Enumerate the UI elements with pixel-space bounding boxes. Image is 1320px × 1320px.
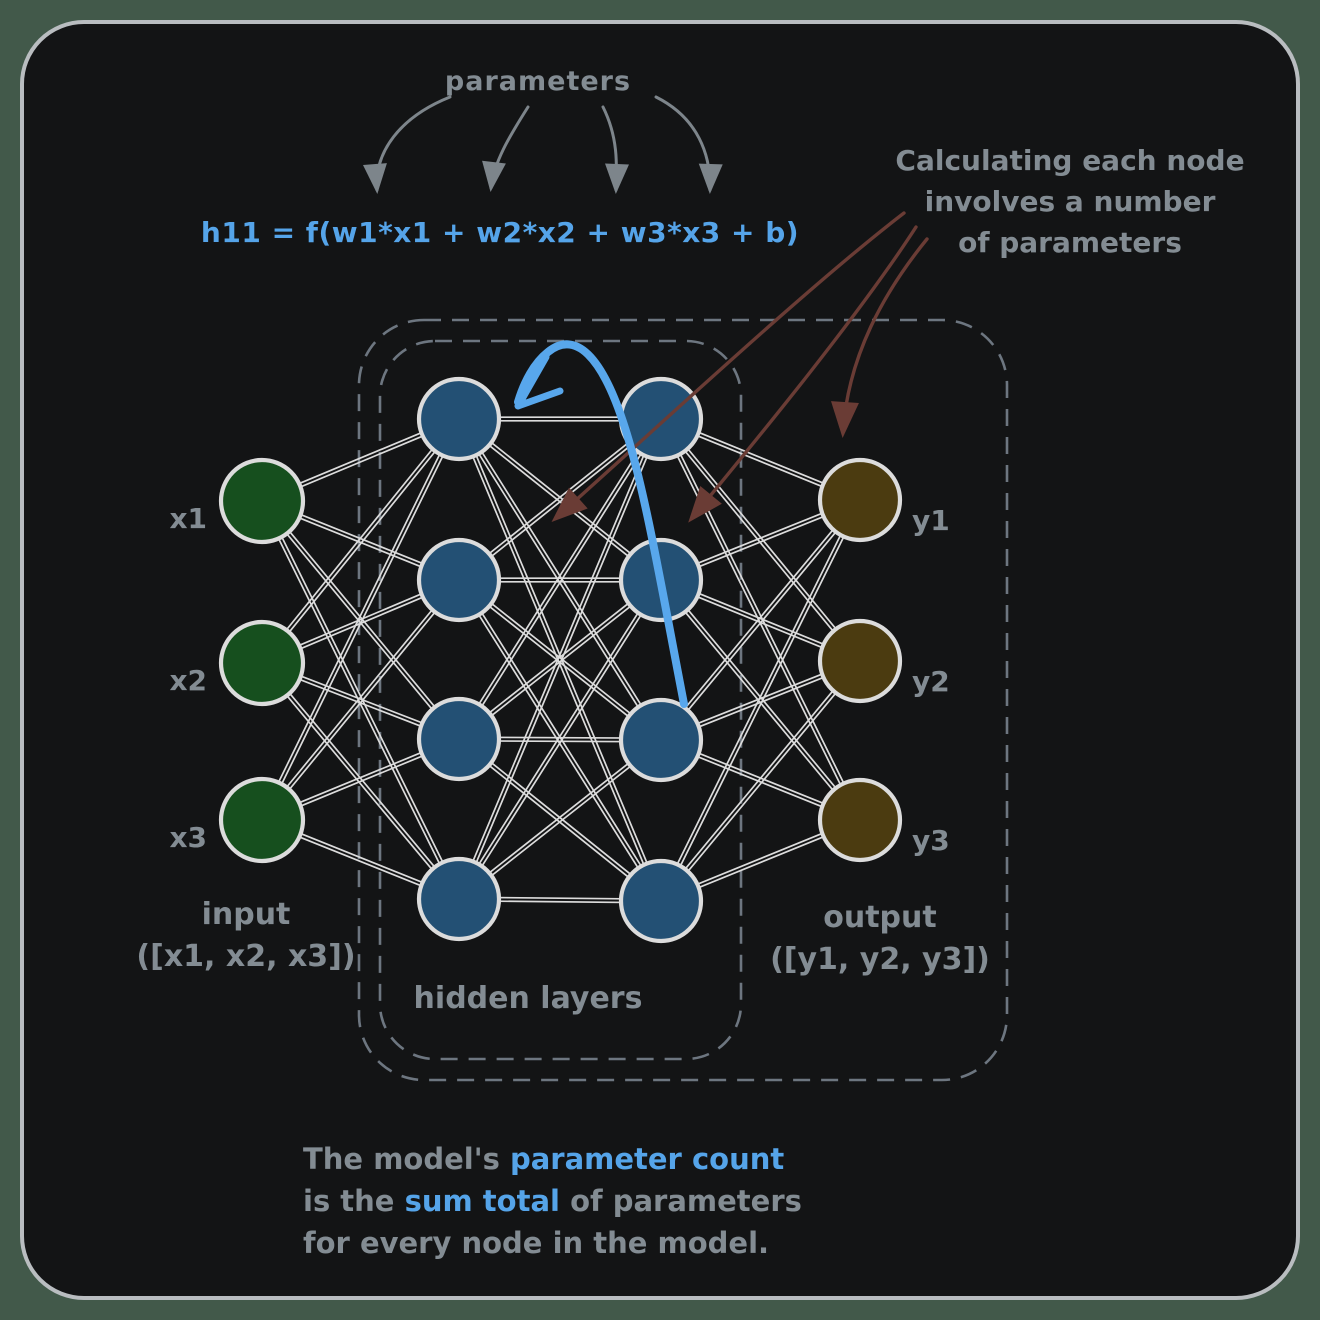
parameters-label: parameters — [444, 66, 632, 97]
connection-edge — [456, 417, 661, 900]
footer-line-3: for every node in the model. — [303, 1222, 943, 1264]
connection-edge — [259, 417, 459, 663]
footer-text-segment: for every node in the model. — [303, 1226, 770, 1260]
connection-edge — [259, 417, 459, 821]
connection-edge — [457, 580, 661, 743]
output-node-label-y1: y1 — [912, 504, 950, 537]
connection-edge — [259, 578, 459, 820]
connection-edge — [262, 419, 462, 665]
input-node-label-x3: x3 — [169, 821, 207, 854]
blue-arrow-curve — [514, 340, 688, 708]
connection-edge — [459, 418, 664, 901]
connection-edge — [457, 739, 661, 904]
red-arrow-to-output — [831, 237, 929, 438]
connection-edge — [658, 498, 860, 902]
footer-text-segment: parameter count — [509, 1142, 785, 1176]
connection-edge — [262, 580, 462, 822]
hidden2-node-hidden2-3 — [618, 697, 704, 783]
output-layer-title: output — [823, 900, 937, 935]
input-node-label-x2: x2 — [169, 664, 207, 697]
connection-edge — [661, 500, 863, 742]
red-callout-arrows — [551, 211, 929, 523]
parameters-arrow-2 — [482, 105, 530, 192]
output-layer-subtitle: ([y1, y2, y3]) — [770, 942, 990, 977]
input-layer-subtitle: ([x1, x2, x3]) — [136, 939, 356, 974]
blue-loop-arrow — [514, 340, 688, 708]
output-node-y1 — [817, 457, 903, 543]
connection-edge — [456, 578, 661, 899]
hidden1-node-hidden1-1 — [416, 376, 502, 462]
output-node-label-y2: y2 — [912, 665, 950, 698]
parameters-arrow-3 — [601, 105, 629, 194]
edges-layer — [259, 416, 863, 904]
connection-edge — [661, 417, 863, 661]
connection-edge — [456, 417, 661, 739]
input-layer-title: input — [201, 897, 291, 932]
callout-line-3: of parameters — [958, 226, 1182, 259]
output-node-y3 — [817, 777, 903, 863]
callout-text: Calculating each node involves a number … — [880, 140, 1260, 263]
connection-edge — [459, 740, 663, 902]
footer-line-2: is the sum total of parameters — [303, 1180, 943, 1222]
connection-edge — [457, 737, 661, 899]
input-layer-label: input ([x1, x2, x3]) — [96, 894, 396, 978]
nodes-layer — [218, 376, 903, 944]
callout-line-1: Calculating each node — [895, 144, 1245, 177]
footer-note: The model's parameter count is the sum t… — [303, 1138, 943, 1264]
footer-text-segment: The model's — [303, 1142, 510, 1176]
parameters-arrow-4 — [654, 95, 723, 194]
footer-text-segment: of parameters — [559, 1184, 802, 1218]
hidden1-node-hidden1-2 — [416, 537, 502, 623]
connection-edge — [459, 580, 664, 901]
parameters-arrows — [363, 95, 723, 194]
output-layer-label: output ([y1, y2, y3]) — [730, 897, 1030, 981]
connection-edge — [661, 661, 863, 903]
connection-edge — [661, 499, 863, 903]
output-node-label-y3: y3 — [912, 824, 950, 857]
hidden1-node-hidden1-4 — [416, 856, 502, 942]
connection-edge — [658, 419, 860, 663]
hidden1-node-hidden1-3 — [416, 696, 502, 782]
blue-arrow-head — [514, 353, 564, 410]
red-arrow-to-hidden2 — [688, 225, 918, 523]
connection-edge — [456, 419, 661, 742]
input-node-x2 — [218, 619, 306, 707]
red-arrow-to-hidden1 — [551, 211, 906, 522]
footer-text-segment: sum total — [404, 1184, 560, 1218]
hidden2-node-hidden2-4 — [618, 858, 704, 944]
output-node-y2 — [817, 618, 903, 704]
input-node-x3 — [218, 776, 306, 864]
outer-dashed-boundary — [357, 318, 1009, 1082]
connection-edge — [658, 498, 860, 740]
connection-edge — [259, 501, 459, 741]
node-formula: h11 = f(w1*x1 + w2*x2 + w3*x3 + b) — [200, 216, 800, 249]
callout-line-2: involves a number — [924, 185, 1216, 218]
footer-line-1: The model's parameter count — [303, 1138, 943, 1180]
footer-text-segment: is the — [303, 1184, 405, 1218]
connection-edge — [459, 577, 663, 740]
connection-edge — [658, 659, 860, 901]
connection-edge — [459, 419, 664, 741]
parameters-arrow-1 — [363, 95, 452, 194]
input-node-x1 — [218, 457, 306, 545]
connection-edge — [262, 660, 462, 899]
hidden-layers-label: hidden layers — [413, 981, 643, 1016]
input-node-label-x1: x1 — [169, 502, 207, 535]
connection-edge — [262, 418, 462, 822]
connection-edge — [459, 736, 663, 901]
connection-edge — [259, 500, 459, 901]
